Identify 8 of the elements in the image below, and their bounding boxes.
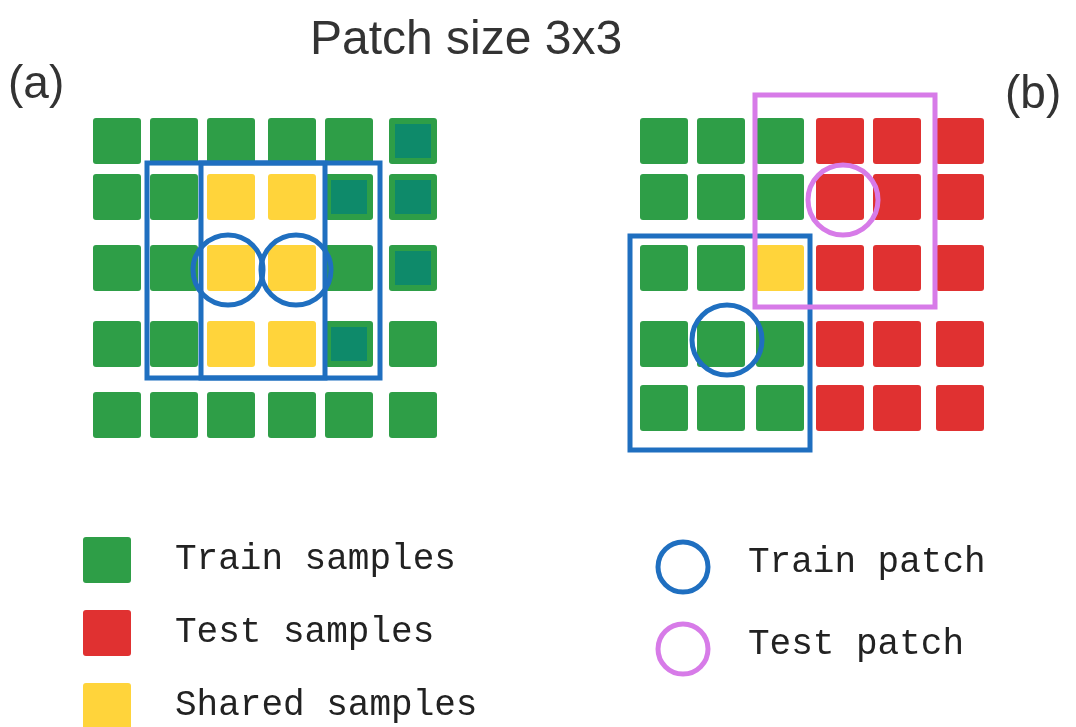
legend-label: Shared samples <box>175 685 478 726</box>
panel-label: (a) <box>8 55 65 109</box>
panel-label: (b) <box>1005 65 1062 119</box>
legend-label: Train patch <box>748 542 986 583</box>
legend-label: Test patch <box>748 624 965 665</box>
legend-label: Train samples <box>175 539 456 580</box>
title: Patch size 3x3 <box>310 10 623 65</box>
legend-label: Test samples <box>175 612 435 653</box>
